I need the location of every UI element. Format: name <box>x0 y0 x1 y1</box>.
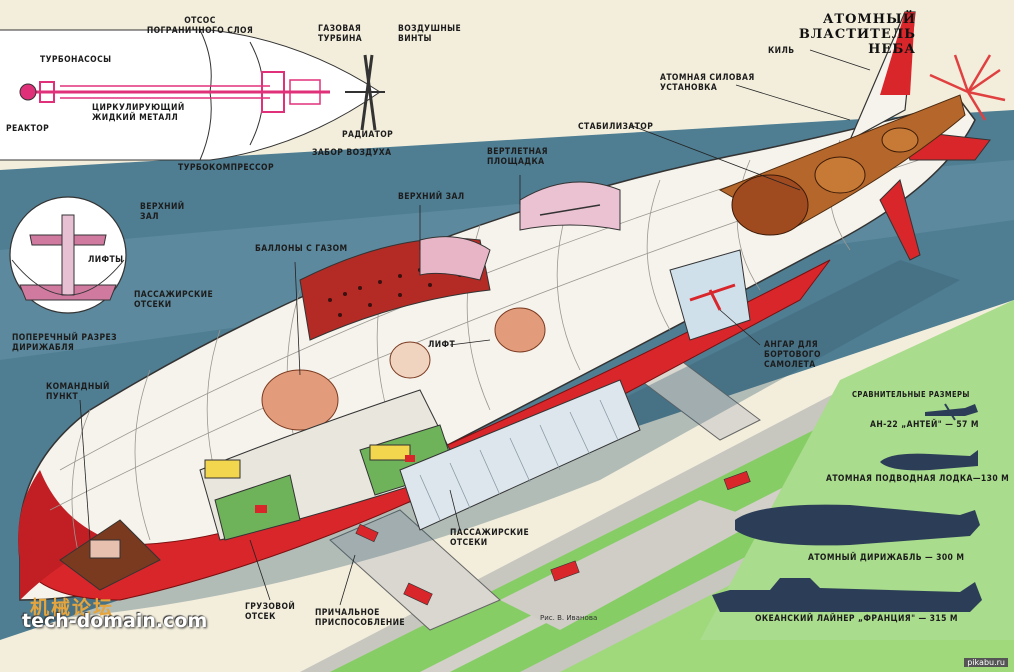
engine-schematic <box>0 29 385 161</box>
label-upper-hall: ВЕРХНИЙ ЗАЛ <box>398 192 465 202</box>
label-compare: СРАВНИТЕЛЬНЫЕ РАЗМЕРЫ <box>852 390 970 399</box>
an22-silhouette <box>925 404 978 416</box>
label-lift: ЛИФТ <box>428 340 456 350</box>
label-lifts: ЛИФТЫ <box>88 255 124 265</box>
watermark: tech-domain.com <box>22 610 208 632</box>
label-nuclear-plant: АТОМНАЯ СИЛОВАЯ УСТАНОВКА <box>660 73 755 93</box>
leader-lines <box>79 49 871 606</box>
label-cargo: ГРУЗОВОЙ ОТСЕК <box>245 602 296 622</box>
comparison-panel <box>700 300 1014 640</box>
label-gas-cells: БАЛЛОНЫ С ГАЗОМ <box>255 244 348 254</box>
passenger-gondola <box>399 379 641 531</box>
site-watermark: pikabu.ru <box>964 658 1008 667</box>
car-icon <box>550 560 580 582</box>
label-radiator: РАДИАТОР <box>342 130 394 140</box>
label-boundary-layer: ОТСОС ПОГРАНИЧНОГО СЛОЯ <box>146 16 254 36</box>
label-heli-pad: ВЕРТЛЕТНАЯ ПЛОЩАДКА <box>487 147 548 167</box>
label-keel: КИЛЬ <box>768 46 795 56</box>
helipad <box>519 181 621 231</box>
title-line-1: АТОМНЫЙ <box>822 12 916 27</box>
label-liquid-metal: ЦИРКУЛИРУЮЩИЙ ЖИДКИЙ МЕТАЛЛ <box>92 103 185 123</box>
label-turbopumps: ТУРБОНАСОСЫ <box>40 55 112 65</box>
reactor-icon <box>19 83 37 101</box>
label-airship: АТОМНЫЙ ДИРИЖАБЛЬ — 300 м <box>808 553 965 563</box>
label-mooring: ПРИЧАЛЬНОЕ ПРИСПОСОБЛЕНИЕ <box>315 608 406 628</box>
liner-silhouette <box>712 578 982 612</box>
label-hangar: АНГАР ДЛЯ БОРТОВОГО САМОЛЕТА <box>764 340 821 370</box>
label-cross-section: ПОПЕРЕЧНЫЙ РАЗРЕЗ ДИРИЖАБЛЯ <box>12 333 117 353</box>
title-line-2: ВЛАСТИТЕЛЬ <box>798 27 916 42</box>
cross-section-diagram <box>9 196 127 314</box>
label-an22: АН-22 „АНТЕЙ" — 57 м <box>870 420 979 430</box>
submarine-silhouette <box>880 450 978 471</box>
label-air-screws: ВОЗДУШНЫЕ ВИНТЫ <box>398 24 462 44</box>
lower-fin <box>879 179 921 261</box>
tail-propeller-icon <box>929 54 1006 121</box>
label-stabilizer: СТАБИЛИЗАТОР <box>578 122 654 132</box>
scale-silhouettes <box>712 403 982 612</box>
label-gas-turbine: ГАЗОВАЯ ТУРБИНА <box>318 24 363 44</box>
label-reactor: РЕАКТОР <box>6 124 50 134</box>
label-turbocompressor: ТУРБОКОМПРЕССОР <box>178 163 274 173</box>
watermark-cn: 机械论坛 <box>30 597 115 619</box>
label-passenger-xs: ПАССАЖИРСКИЕ ОТСЕКИ <box>134 290 214 310</box>
air-screw-icon <box>363 54 377 131</box>
label-upper-hall-xs: ВЕРХНИЙ ЗАЛ <box>140 202 185 222</box>
gas-cells <box>261 307 546 431</box>
label-command: КОМАНДНЫЙ ПУНКТ <box>46 382 110 402</box>
label-submarine: АТОМНАЯ ПОДВОДНАЯ ЛОДКА—130 м <box>826 474 1010 484</box>
label-air-intake: ЗАБОР ВОЗДУХА <box>312 148 392 158</box>
poster-title: АТОМНЫЙ ВЛАСТИТЕЛЬ НЕБА <box>799 12 916 57</box>
airship-silhouette <box>735 504 980 546</box>
label-passenger: ПАССАЖИРСКИЕ ОТСЕКИ <box>450 528 530 548</box>
label-liner: ОКЕАНСКИЙ ЛАЙНЕР „ФРАНЦИЯ" — 315 м <box>755 614 958 624</box>
title-line-3: НЕБА <box>868 42 916 57</box>
artist-credit: Рис. В. Иванова <box>540 614 598 622</box>
hangar-cutaway <box>669 249 751 341</box>
